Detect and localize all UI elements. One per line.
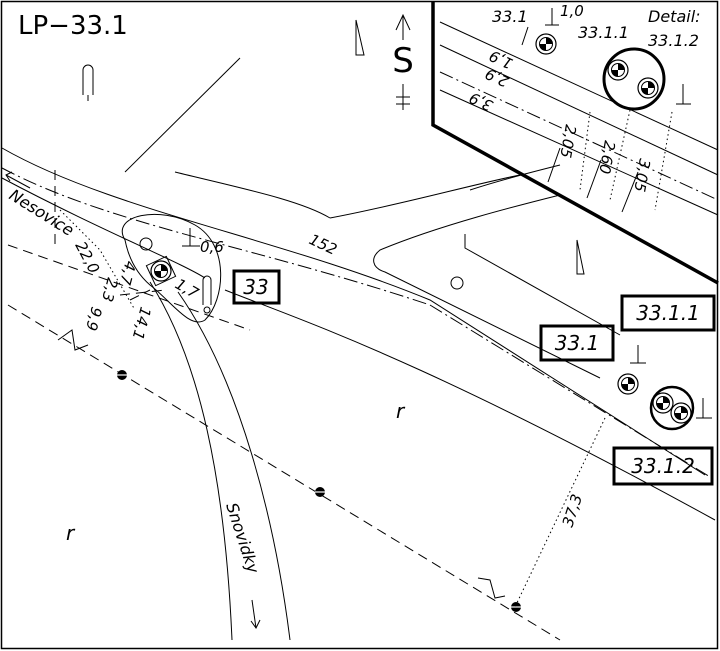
break-mark-icon bbox=[57, 329, 89, 351]
dim-1-7: 1,7 bbox=[172, 275, 202, 303]
svg-text:33.1.2: 33.1.2 bbox=[631, 454, 695, 478]
dashed-utility-line bbox=[7, 170, 561, 641]
pole-icon bbox=[314, 486, 326, 498]
detail-ref: 33.1.2 bbox=[648, 31, 699, 50]
dim-9-9: 9,9 bbox=[82, 305, 106, 333]
hydrant-symbol-icon bbox=[82, 64, 94, 101]
r-mark: r bbox=[396, 399, 406, 423]
dim-2-3: 2,3 bbox=[98, 276, 122, 304]
svg-text:33.1: 33.1 bbox=[555, 331, 600, 355]
pole-icon bbox=[510, 601, 522, 613]
pole-icon bbox=[116, 369, 128, 381]
dim-152: 152 bbox=[306, 230, 340, 258]
dim-22-0: 22,0 bbox=[71, 238, 103, 276]
north-letter: S bbox=[392, 41, 414, 81]
arrow-symbol-icon bbox=[576, 239, 585, 275]
inset-label-33-1: 33.1 bbox=[492, 7, 528, 26]
r-mark: r bbox=[66, 521, 76, 545]
detail-title: Detail: bbox=[648, 7, 701, 26]
dim-line-37-3 bbox=[514, 417, 606, 608]
road-nesovice bbox=[1, 147, 716, 521]
svg-text:33.1.1: 33.1.1 bbox=[636, 301, 700, 325]
street-name-nesovice: Nesovice bbox=[6, 185, 78, 240]
inset-dim-2-60: 2,60 bbox=[595, 139, 619, 175]
dim-37-3: 37,3 bbox=[559, 492, 586, 529]
arrow-left-icon bbox=[5, 171, 31, 189]
sheet-title: LP−33.1 bbox=[18, 11, 128, 41]
dim-4-7: 4,7 bbox=[116, 259, 140, 287]
svg-text:33: 33 bbox=[243, 275, 268, 299]
label-box-33-1-1: 33.1.1 bbox=[620, 294, 716, 332]
inset-label-33-1-1: 33.1.1 bbox=[578, 23, 629, 42]
label-box-33: 33 bbox=[232, 269, 281, 305]
dim-line-left bbox=[59, 209, 136, 311]
arrow-down-icon bbox=[250, 599, 261, 629]
lamp-group-33-1-2 bbox=[649, 385, 712, 431]
inset-dim-3-05: 3,05 bbox=[630, 157, 654, 193]
north-tick-icon bbox=[396, 84, 410, 110]
lamp-33 bbox=[145, 228, 212, 314]
north-arrow-icon bbox=[395, 13, 411, 40]
road-snovidky bbox=[149, 281, 291, 641]
arrow-symbol-icon bbox=[355, 19, 365, 56]
inset-dim-3-9: 3,9 bbox=[466, 88, 495, 114]
tree-symbol-icon bbox=[450, 276, 464, 290]
inset-dim-1-0: 1,0 bbox=[560, 2, 584, 20]
street-name-snovidky: Snovidky bbox=[222, 500, 263, 576]
inset-dim-2-05: 2,05 bbox=[556, 123, 580, 159]
break-mark-icon bbox=[477, 577, 506, 599]
lamp-33-1 bbox=[617, 345, 646, 395]
dim-0-6: 0,6 bbox=[200, 238, 224, 256]
label-box-33-1-2: 33.1.2 bbox=[612, 446, 714, 486]
dim-14-1: 14,1 bbox=[128, 305, 154, 342]
tree-symbol-icon bbox=[139, 237, 153, 251]
traffic-island bbox=[121, 213, 222, 323]
road-branch-north bbox=[124, 57, 621, 379]
label-box-33-1: 33.1 bbox=[539, 324, 615, 362]
detail-inset bbox=[431, 2, 719, 285]
